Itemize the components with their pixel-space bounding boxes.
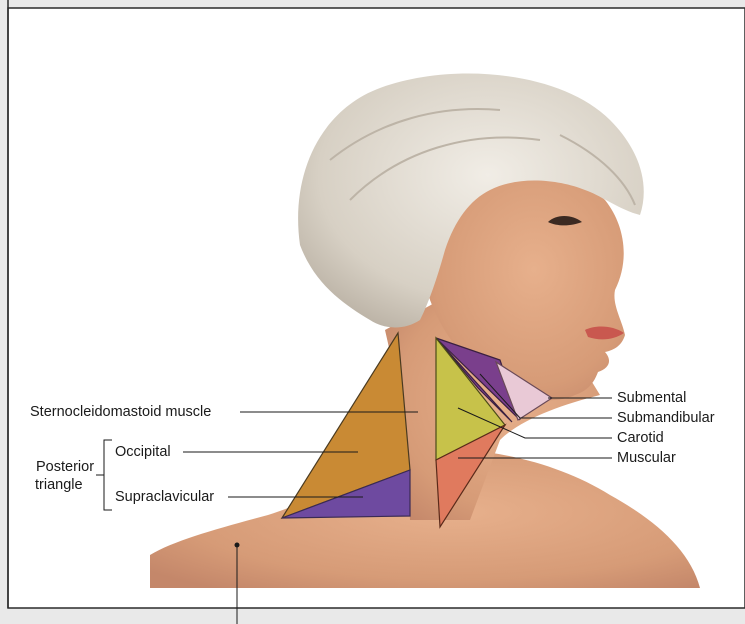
label-supraclavicular: Supraclavicular (115, 489, 214, 505)
label-posterior-triangle-line2: triangle (35, 477, 83, 493)
label-carotid: Carotid (617, 430, 664, 446)
label-sternocleidomastoid: Sternocleidomastoid muscle (30, 404, 211, 420)
label-submandibular: Submandibular (617, 410, 715, 426)
label-muscular: Muscular (617, 450, 676, 466)
leader-dot (235, 543, 240, 548)
label-occipital: Occipital (115, 444, 171, 460)
label-posterior-triangle-line1: Posterior (36, 459, 94, 475)
label-submental: Submental (617, 390, 686, 406)
